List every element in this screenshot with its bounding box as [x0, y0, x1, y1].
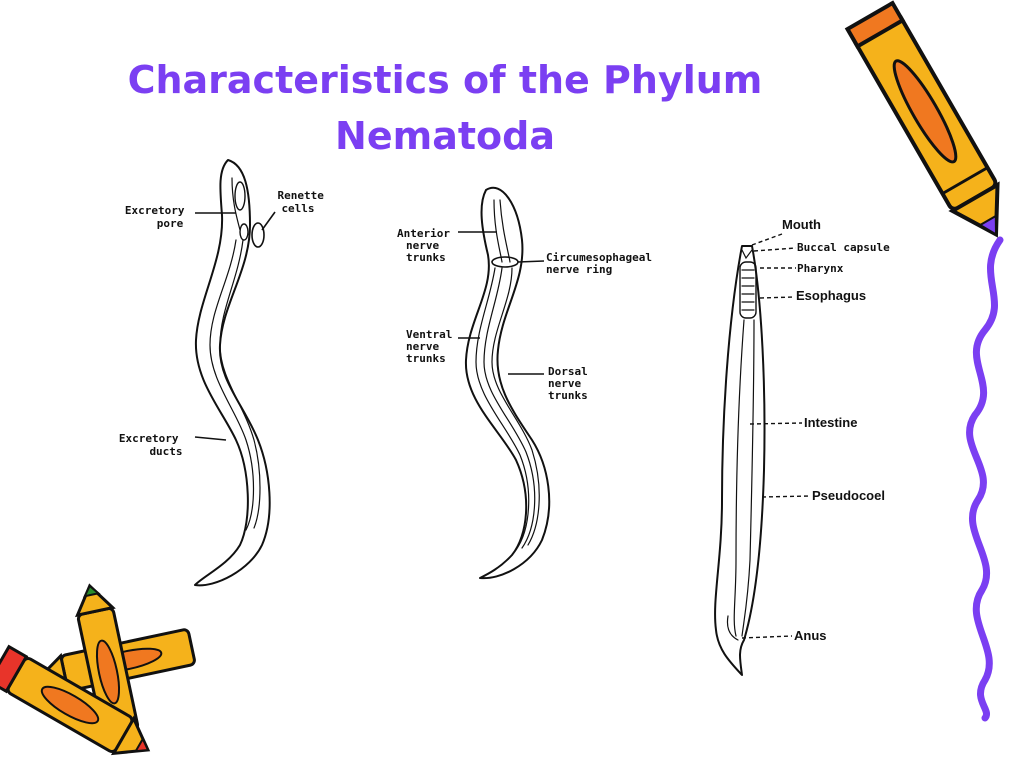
esophagus-bulb — [739, 261, 757, 319]
label-anus: Anus — [794, 628, 827, 643]
label-buccal-capsule: Buccal capsule — [797, 241, 890, 254]
label-circumesophageal-nerve-ring: Circumesophageal nerve ring — [546, 251, 659, 276]
figure-digestive-system: Mouth Buccal capsule Pharynx Esophagus I… — [714, 217, 890, 676]
worm-outline — [714, 245, 766, 676]
label-pseudocoel: Pseudocoel — [812, 488, 885, 503]
crayon-icon — [0, 644, 151, 756]
label-ventral-nerve-trunks: Ventral nerve trunks — [406, 328, 459, 365]
worm-outline — [464, 187, 551, 580]
crayon-icon — [844, 0, 1000, 238]
label-anterior-nerve-trunks: Anterior nerve trunks — [397, 227, 457, 264]
label-excretory-pore: Excretory pore — [125, 204, 191, 230]
label-pharynx: Pharynx — [797, 262, 844, 275]
figure-excretory-system: Excretory pore Renette cells Excretory d… — [119, 159, 331, 587]
label-renette-cells: Renette cells — [278, 189, 331, 215]
label-excretory-ducts: Excretory ducts — [119, 432, 185, 458]
title-line-2: Nematoda — [335, 114, 555, 158]
label-intestine: Intestine — [804, 415, 857, 430]
worm-outline — [194, 159, 271, 587]
label-esophagus: Esophagus — [796, 288, 866, 303]
slide-title: Characteristics of the Phylum Nematoda — [0, 52, 890, 164]
crayon-icon — [75, 583, 140, 737]
label-mouth: Mouth — [782, 217, 821, 232]
figure-nervous-system: Anterior nerve trunks Circumesophageal n… — [397, 187, 659, 580]
squiggle-decoration — [966, 236, 1004, 722]
title-line-1: Characteristics of the Phylum — [127, 58, 763, 102]
label-dorsal-nerve-trunks: Dorsal nerve trunks — [548, 365, 594, 402]
